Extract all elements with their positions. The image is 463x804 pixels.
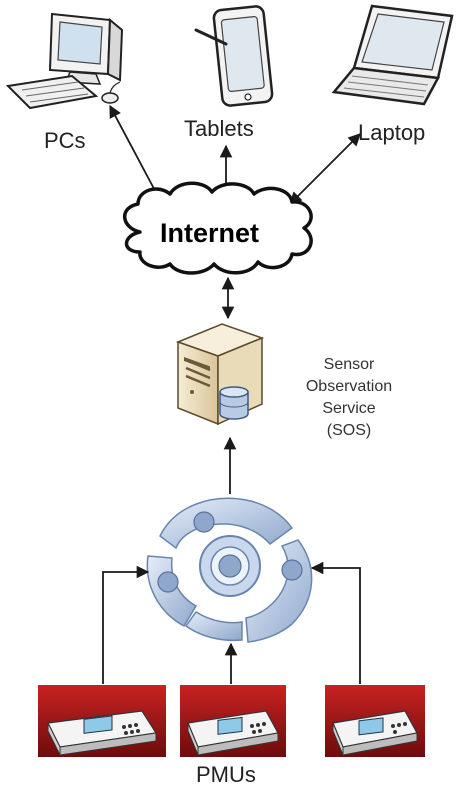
label-sos-line-3: Service xyxy=(322,400,376,417)
desktop-computer-icon xyxy=(5,12,124,110)
label-sos-line-1: Sensor xyxy=(323,356,375,373)
database-icon xyxy=(219,386,249,420)
pmu-device-icon xyxy=(180,685,286,757)
pmu-device-icon xyxy=(325,685,425,757)
label-internet: Internet xyxy=(160,218,260,248)
label-pcs: PCs xyxy=(44,128,86,153)
label-sos: Sensor Observation Service (SOS) xyxy=(284,354,414,442)
server-icon xyxy=(175,323,265,426)
arrow-pcs-internet xyxy=(109,104,161,202)
tablet-icon xyxy=(194,5,274,107)
arrow-pmu-left-hub xyxy=(102,565,150,684)
cloud-icon xyxy=(123,181,313,275)
arrow-pmu-right-hub xyxy=(310,561,361,684)
laptop-icon xyxy=(331,4,454,106)
label-laptop: Laptop xyxy=(358,120,426,145)
label-pmus: PMUs xyxy=(196,762,256,787)
label-sos-line-4: (SOS) xyxy=(326,422,372,439)
label-sos-line-2: Observation xyxy=(305,378,393,395)
label-tablets: Tablets xyxy=(184,116,254,141)
data-concentrator-icon xyxy=(146,497,313,643)
arrow-laptop-internet xyxy=(289,133,361,205)
pmu-device-icon xyxy=(38,685,166,757)
